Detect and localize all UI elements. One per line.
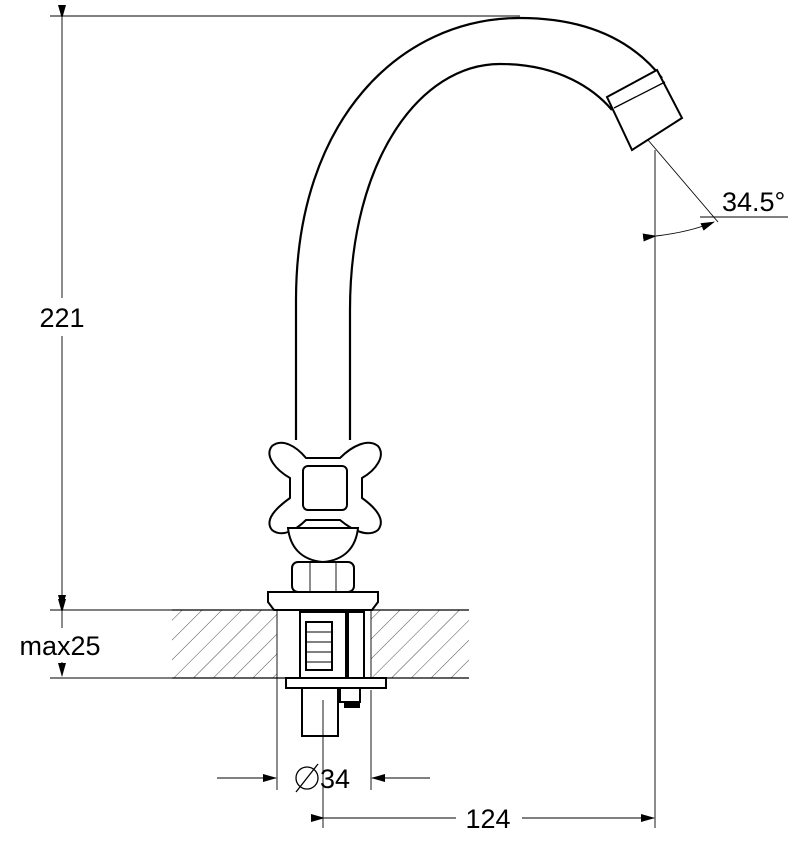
diameter-dimension: 34 [217,678,430,794]
thickness-dimension: max25 [10,599,172,679]
mounting-shank [285,611,387,737]
diameter-label: 34 [320,764,350,794]
thickness-label: max25 [19,631,100,661]
height-label: 221 [39,303,84,333]
diameter-icon [295,763,319,793]
spout [294,16,684,440]
angle-dimension: 34.5° [642,139,788,242]
valve-body [267,527,379,611]
reach-label: 124 [465,804,510,834]
cross-handle [268,441,382,535]
reach-dimension: 124 [311,150,656,836]
height-dimension: 221 [32,5,520,611]
angle-label: 34.5° [722,187,785,217]
